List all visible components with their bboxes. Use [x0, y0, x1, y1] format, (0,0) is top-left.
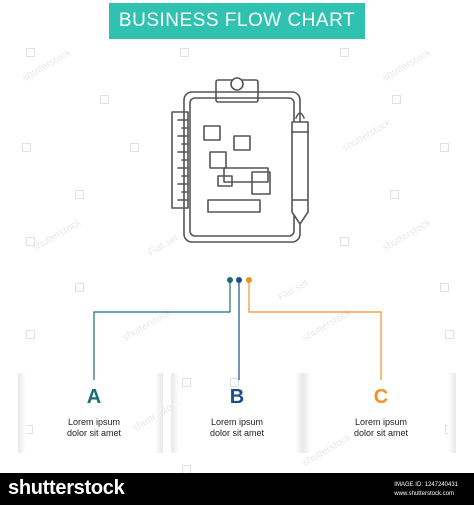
panel-divider — [448, 373, 456, 453]
watermark-box — [26, 48, 35, 57]
clipboard-algorithm-icon — [171, 77, 309, 243]
watermark-box — [230, 378, 239, 387]
watermark-box — [130, 143, 139, 152]
watermark-box — [392, 95, 401, 104]
dot-a — [227, 277, 233, 283]
image-id-line: IMAGE ID: 1247240431 — [394, 482, 458, 488]
step-letter: B — [229, 386, 245, 408]
page-title: BUSINESS FLOW CHART — [118, 10, 356, 31]
step-letter: A — [86, 386, 102, 408]
panel-divider — [171, 373, 179, 453]
watermark-box — [340, 237, 349, 246]
panel-divider — [303, 373, 311, 453]
site-url: www.shutterstock.com — [394, 491, 454, 497]
panel-divider — [18, 373, 26, 453]
watermark-text: shutterstock — [30, 217, 84, 254]
watermark-text: shutterstock — [380, 217, 434, 254]
clipboard-clip-ring — [230, 77, 244, 91]
title-banner: BUSINESS FLOW CHART — [109, 3, 365, 39]
watermark-box — [440, 143, 449, 152]
watermark-box — [75, 283, 84, 292]
panel-divider — [295, 373, 303, 453]
watermark-box — [182, 378, 191, 387]
panel-divider — [155, 373, 163, 453]
clipboard-inner — [189, 97, 295, 237]
clipboard-board — [183, 91, 301, 243]
step-text: Lorem ipsum dolor sit amet — [66, 417, 122, 438]
flow-connectors — [93, 277, 382, 380]
footer-bar: shutterstock IMAGE ID: 1247240431 www.sh… — [0, 473, 474, 505]
watermark-box — [26, 330, 35, 339]
watermark-box — [100, 95, 109, 104]
footer-brand: shutterstock — [8, 477, 125, 499]
watermark-box — [180, 48, 189, 57]
watermark-text: shutterstock — [340, 117, 394, 154]
watermark-box — [390, 190, 399, 199]
step-description: Lorem ipsum dolor sit amet — [177, 417, 297, 439]
pen-icon — [291, 121, 309, 225]
dot-c — [246, 277, 252, 283]
watermark-box — [445, 330, 454, 339]
step-description: Lorem ipsum dolor sit amet — [321, 417, 441, 439]
connector-c — [248, 280, 382, 380]
dot-b — [236, 277, 242, 283]
step-letter: C — [373, 386, 389, 408]
watermark-box — [440, 283, 449, 292]
step-text: Lorem ipsum dolor sit amet — [209, 417, 265, 438]
footer-meta: IMAGE ID: 1247240431 www.shutterstock.co… — [394, 481, 458, 499]
connector-a — [93, 280, 231, 380]
watermark-text: shutterstock — [380, 47, 434, 84]
watermark-box — [26, 237, 35, 246]
watermark-box — [340, 48, 349, 57]
step-text: Lorem ipsum dolor sit amet — [353, 417, 409, 438]
watermark-box — [75, 190, 84, 199]
watermark-box — [22, 143, 31, 152]
step-description: Lorem ipsum dolor sit amet — [34, 417, 154, 439]
